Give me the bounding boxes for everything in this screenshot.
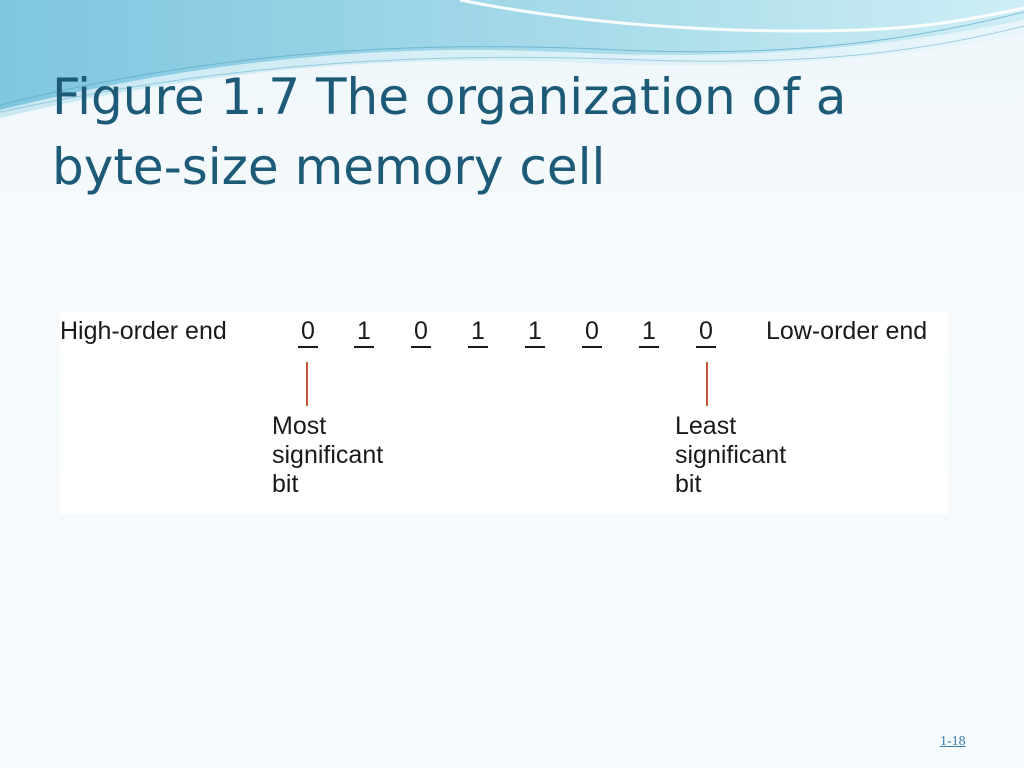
- bit-6: 1: [357, 317, 371, 345]
- decorative-wave-banner: [0, 0, 1024, 118]
- bit-underline: [298, 346, 318, 348]
- bit-0: 0: [699, 317, 713, 345]
- bit-1: 1: [642, 317, 656, 345]
- byte-cell-diagram: High-order end 0 1 0 1 1 0 1 0 Low-order…: [60, 312, 948, 514]
- high-order-end-label: High-order end: [60, 317, 227, 345]
- slide-number[interactable]: 1-18: [940, 734, 966, 749]
- bit-4: 1: [471, 317, 485, 345]
- lsb-pointer-line: [706, 362, 708, 406]
- bit-2: 0: [585, 317, 599, 345]
- bit-underline: [525, 346, 545, 348]
- bit-underline: [411, 346, 431, 348]
- bit-5: 0: [414, 317, 428, 345]
- bit-7: 0: [301, 317, 315, 345]
- bit-underline: [639, 346, 659, 348]
- bit-underline: [468, 346, 488, 348]
- bit-underline: [696, 346, 716, 348]
- slide-title: Figure 1.7 The organization of a byte-si…: [52, 68, 847, 196]
- msb-callout: Most significant bit: [272, 412, 384, 498]
- lsb-callout: Least significant bit: [675, 412, 787, 498]
- bit-underline: [582, 346, 602, 348]
- low-order-end-label: Low-order end: [766, 317, 928, 345]
- bit-underline: [354, 346, 374, 348]
- bit-3: 1: [528, 317, 542, 345]
- msb-pointer-line: [306, 362, 308, 406]
